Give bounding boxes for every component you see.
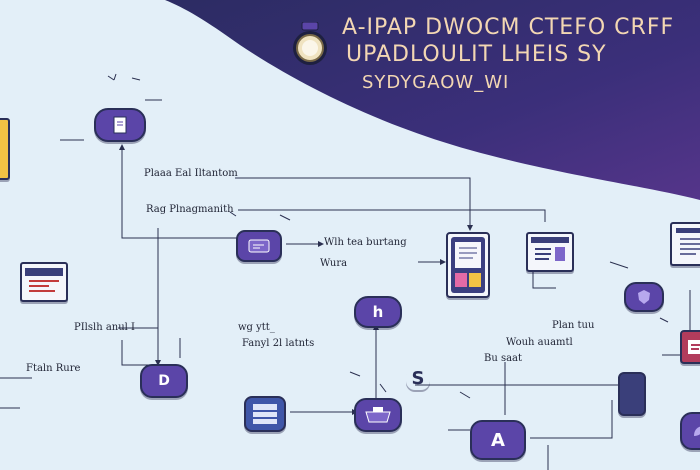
label-wouh: Wouh auamtl xyxy=(506,337,573,348)
tablet-icon xyxy=(451,237,485,293)
tablet-node[interactable] xyxy=(446,232,490,298)
label-pilslh: PIlslh anul I xyxy=(74,322,135,333)
card-node[interactable] xyxy=(236,230,282,262)
sparkle-marks xyxy=(60,73,669,399)
card-icon xyxy=(248,239,270,253)
shield-node[interactable] xyxy=(624,282,664,312)
connector-lines xyxy=(0,99,700,470)
pillar-node[interactable] xyxy=(618,372,646,416)
label-plaaa: Plaaa Eal Iltantom xyxy=(144,168,238,179)
a-node[interactable]: A xyxy=(470,420,526,460)
alert-node[interactable] xyxy=(680,330,700,364)
label-wg: wg ytt_ xyxy=(238,322,275,333)
title-line-3: SYDYGAOW_WI xyxy=(362,72,510,93)
page-icon xyxy=(676,228,700,255)
tray-icon xyxy=(365,407,391,423)
document-node-top[interactable] xyxy=(94,108,146,142)
arrow-heads xyxy=(119,144,624,415)
list-icon xyxy=(531,237,569,261)
label-fanyl: Fanyl 2l latnts xyxy=(242,338,315,349)
label-busaat: Bu saat xyxy=(484,353,523,364)
symbol-node[interactable]: S xyxy=(406,366,430,390)
server-node[interactable] xyxy=(244,396,286,432)
document-icon xyxy=(113,116,127,134)
shield-icon xyxy=(638,290,650,304)
leaf-icon xyxy=(694,426,700,436)
tray-node[interactable] xyxy=(354,398,402,432)
server-icon xyxy=(253,404,277,424)
lens-glyph: D xyxy=(158,373,170,389)
title-line-1: A-IPAP DWOCM CTEFO CRFF xyxy=(342,15,675,40)
corner-node[interactable] xyxy=(680,412,700,450)
label-wlh: Wlh tea burtang xyxy=(324,237,407,248)
label-plantuu: Plan tuu xyxy=(552,320,595,331)
hook-glyph: h xyxy=(372,303,384,321)
report-node[interactable] xyxy=(20,262,68,302)
label-ftaln: Ftaln Rure xyxy=(26,363,81,374)
side-panel-left[interactable] xyxy=(0,118,10,180)
alert-icon xyxy=(688,340,700,354)
hook-node[interactable]: h xyxy=(354,296,402,328)
report-icon xyxy=(25,268,63,292)
lens-badge-icon xyxy=(290,21,330,68)
symbol-glyph: S xyxy=(411,367,425,389)
label-wura: Wura xyxy=(320,258,348,269)
page-node-right[interactable] xyxy=(670,222,700,266)
a-glyph: A xyxy=(491,429,505,451)
label-rag: Rag Plnagmanith xyxy=(146,204,234,215)
list-node[interactable] xyxy=(526,232,574,272)
lens-node[interactable]: D xyxy=(140,364,188,398)
title-line-2: UPADLOULIT LHEIS SY xyxy=(346,42,607,67)
